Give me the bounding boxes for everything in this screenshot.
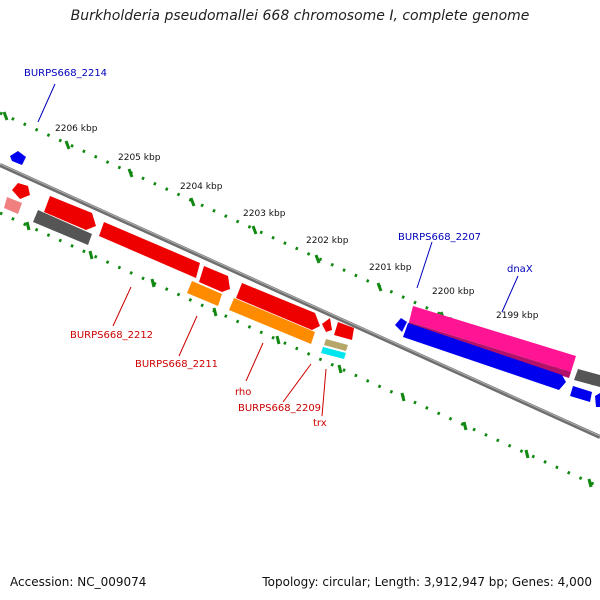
major-tick (376, 282, 383, 292)
major-tick (212, 307, 218, 317)
leader-line (501, 275, 519, 313)
gene-label[interactable]: BURPS668_2207 (398, 232, 481, 243)
gene-label[interactable]: BURPS668_2214 (24, 68, 107, 79)
blue-gene[interactable] (570, 386, 592, 402)
gray-gene[interactable] (33, 210, 92, 245)
forward-strand-genes (10, 151, 576, 378)
major-tick (524, 449, 530, 459)
major-tick (189, 197, 196, 207)
scale-label: 2203 kbp (243, 209, 286, 219)
major-tick (127, 168, 134, 178)
scale-label: 2206 kbp (55, 124, 98, 134)
scale-labels: 2206 kbp 2205 kbp 2204 kbp 2203 kbp 2202… (55, 124, 539, 321)
cyan-gene[interactable] (321, 347, 346, 359)
scale-label: 2201 kbp (369, 263, 412, 273)
red-gene[interactable] (334, 322, 354, 340)
red-gene[interactable] (44, 196, 96, 230)
gene-label[interactable]: dnaX (507, 264, 533, 275)
blue-gene[interactable] (595, 393, 600, 407)
chromosome-backbone (0, 163, 600, 439)
red-gene[interactable] (12, 183, 30, 199)
leader-line (178, 315, 198, 357)
gene-label[interactable]: BURPS668_2212 (70, 330, 153, 341)
gene-label[interactable]: rho (235, 387, 251, 398)
gene-label[interactable]: BURPS668_2209 (238, 403, 321, 414)
gray-gene[interactable] (574, 369, 600, 387)
olive-gene[interactable] (324, 339, 348, 351)
major-tick (251, 225, 258, 235)
red-gene[interactable] (4, 197, 22, 214)
red-gene[interactable] (99, 222, 200, 278)
blue-gene[interactable] (10, 151, 26, 165)
leader-line (416, 241, 433, 289)
major-tick (314, 254, 321, 264)
gene-labels-bottom: BURPS668_2212 BURPS668_2211 rho BURPS668… (70, 330, 327, 429)
orange-gene[interactable] (187, 281, 222, 306)
major-tick (275, 335, 281, 345)
scale-label: 2204 kbp (180, 182, 223, 192)
reverse-strand-genes (4, 183, 600, 407)
major-tick (462, 421, 468, 431)
gene-label[interactable]: trx (313, 418, 327, 429)
gene-label[interactable]: BURPS668_2211 (135, 359, 218, 370)
pink-gene-shade (407, 322, 571, 378)
scale-label: 2199 kbp (496, 311, 539, 321)
chromosome-backbone-highlight (0, 163, 600, 437)
scale-label: 2202 kbp (306, 236, 349, 246)
accession-text: Accession: NC_009074 (10, 575, 147, 589)
leader-line (282, 363, 312, 403)
major-tick (88, 250, 94, 260)
scale-label: 2205 kbp (118, 153, 161, 163)
map-title: Burkholderia pseudomallei 668 chromosome… (70, 8, 530, 24)
major-tick (337, 364, 343, 374)
scale-label: 2200 kbp (432, 287, 475, 297)
blue-gene[interactable] (403, 323, 566, 390)
leader-line (321, 368, 327, 417)
leader-line (112, 286, 132, 327)
major-tick (2, 111, 9, 121)
blue-gene[interactable] (395, 318, 407, 332)
major-tick (64, 140, 71, 150)
major-tick (150, 278, 156, 288)
major-tick (400, 392, 406, 402)
red-gene[interactable] (199, 266, 230, 292)
pink-gene[interactable] (409, 306, 576, 372)
major-tick (587, 478, 593, 488)
orange-gene[interactable] (229, 298, 315, 344)
gene-labels-top: BURPS668_2214 BURPS668_2207 dnaX (24, 68, 533, 275)
topology-text: Topology: circular; Length: 3,912,947 bp… (262, 575, 592, 589)
label-leaders (37, 83, 519, 417)
leader-line (245, 342, 264, 382)
red-gene[interactable] (236, 283, 320, 330)
red-gene[interactable] (322, 318, 332, 332)
major-tick (25, 221, 31, 231)
leader-line (37, 83, 56, 123)
